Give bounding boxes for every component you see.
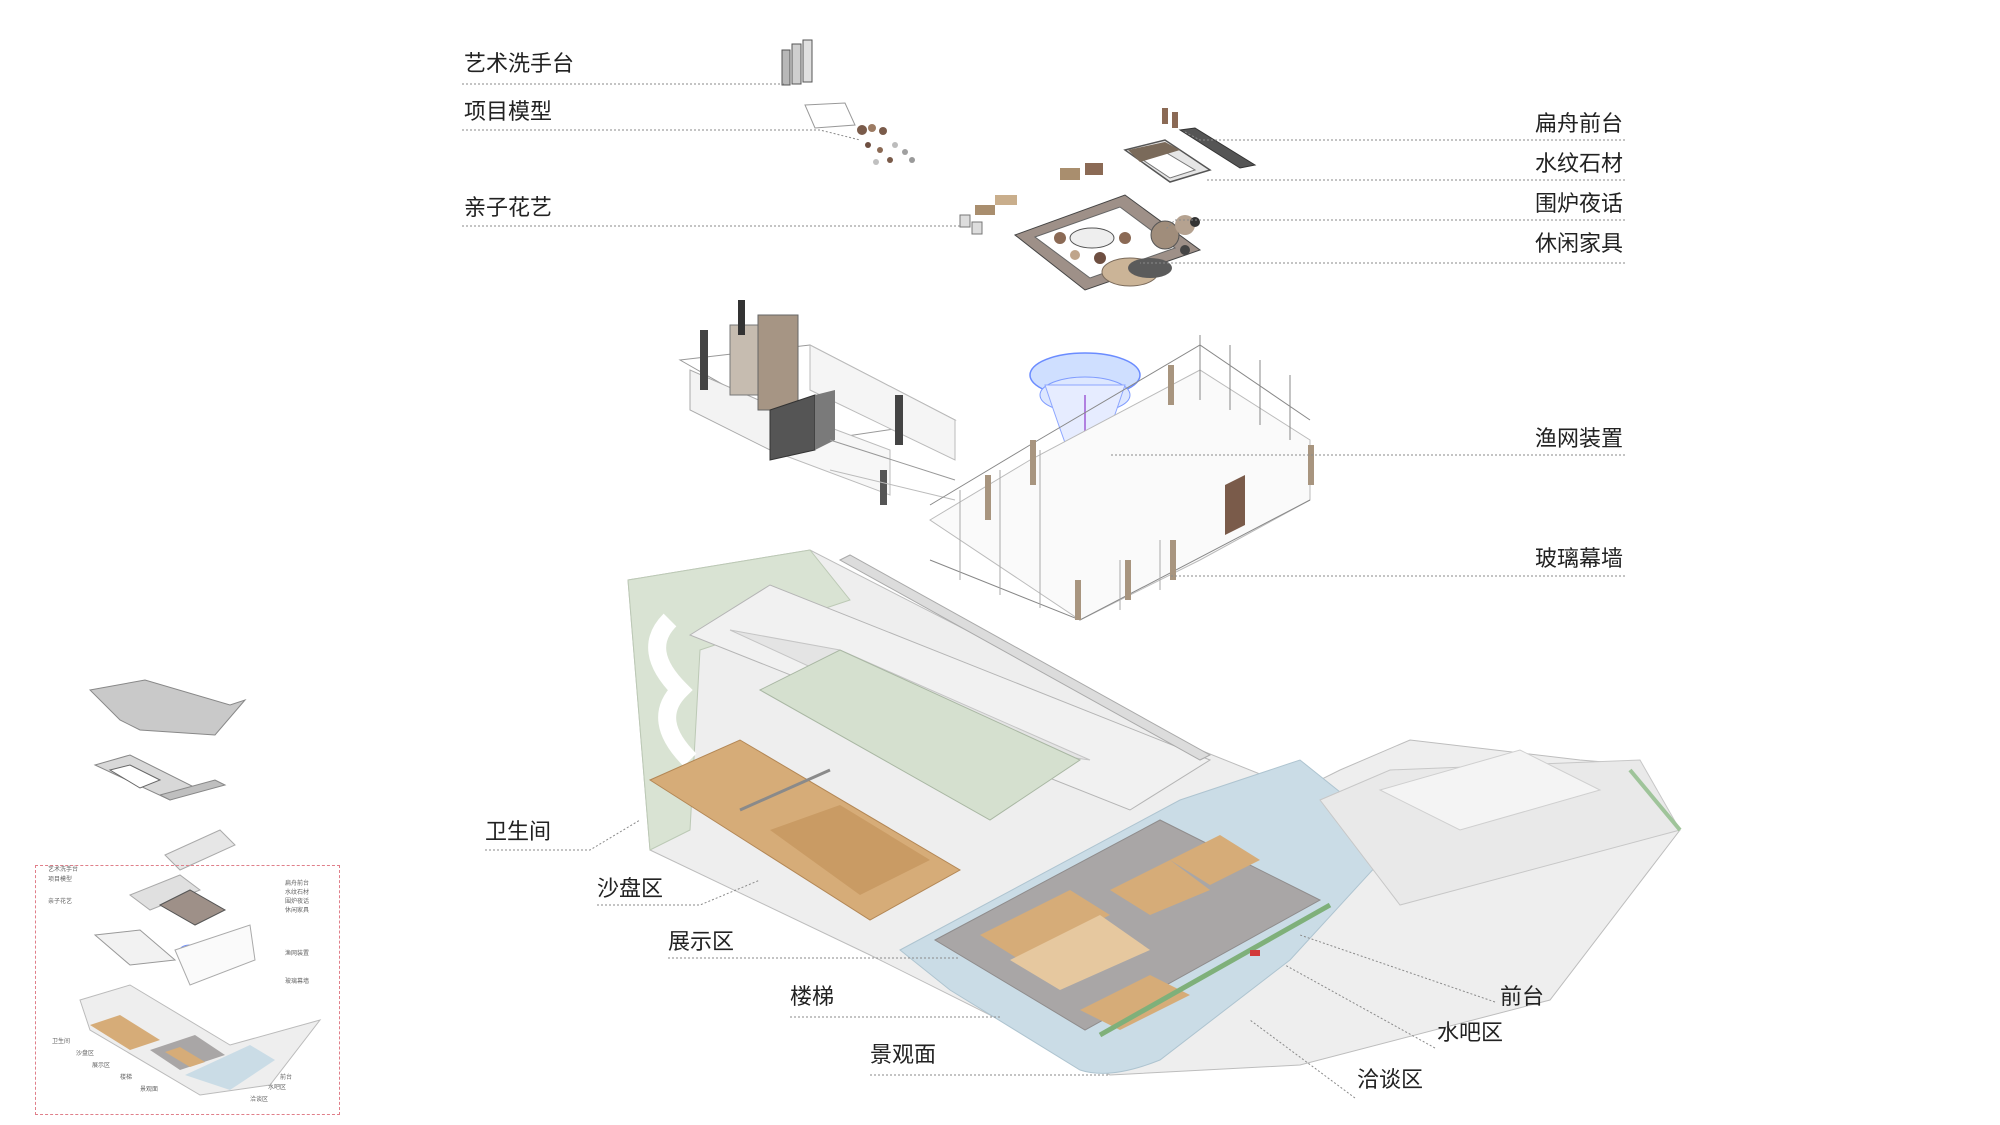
mini-label-leisure-furniture: 休闲家具 [285,907,310,914]
label-boat-reception: 扁舟前台 [1534,112,1623,137]
label-project-model: 项目模型 [464,100,553,125]
mini-label-water-bar: 水吧区 [268,1084,287,1091]
label-family-floral: 亲子花艺 [464,196,553,221]
mini-label-family-floral: 亲子花艺 [48,898,73,905]
label-exhibition-zone: 展示区 [668,930,735,955]
mini-overview [79,679,322,1096]
glass-curtain-wall-shape [929,335,1314,621]
label-leisure-furniture: 休闲家具 [1534,232,1623,257]
boat-reception-shape [1123,108,1257,183]
green-courtyard [758,649,1082,821]
label-landscape-surface: 景观面 [870,1043,937,1068]
furniture-layer [781,39,1257,291]
mini-label-fireside-talk: 围炉夜话 [285,898,310,905]
leader-lines [462,83,1625,1099]
label-sandtable-zone: 沙盘区 [597,877,664,902]
label-restroom: 卫生间 [485,820,552,845]
mini-label-restroom: 卫生间 [52,1038,71,1045]
floor-plan-layer [627,549,1682,1076]
mini-label-negotiation: 洽谈区 [250,1096,269,1103]
main-furniture-platform [959,163,1202,291]
mini-label-landscape: 景观面 [140,1086,159,1093]
wall-layer [678,300,1314,621]
label-fireside-talk: 围炉夜话 [1534,192,1623,217]
mini-label-project-model: 项目模型 [48,876,73,883]
left-enclosure [678,300,957,505]
label-front-desk: 前台 [1500,985,1545,1010]
label-stairs: 楼梯 [790,985,835,1010]
mini-label-glass-wall: 玻璃幕墙 [285,978,310,985]
label-water-stone: 水纹石材 [1534,152,1623,177]
mini-label-front-desk: 前台 [280,1074,293,1081]
label-negotiation-zone: 洽谈区 [1357,1068,1424,1093]
mini-label-boat-reception: 扁舟前台 [285,880,310,887]
mini-overview-frame [35,865,340,1115]
mini-label-water-stone: 水纹石材 [285,889,310,896]
art-basin-shape [781,39,813,86]
label-fishnet-installation: 渔网装置 [1534,427,1623,452]
project-model-shape [804,102,915,165]
fishnet-installation-shape [1029,352,1141,494]
label-water-bar-zone: 水吧区 [1437,1021,1504,1046]
mini-label-sandtable: 沙盘区 [76,1050,95,1057]
mini-label-exhibition: 展示区 [92,1062,111,1069]
mini-label-fishnet: 渔网装置 [285,950,310,957]
mini-label-stairs: 楼梯 [120,1074,133,1081]
mini-label-art-basin: 艺术洗手台 [48,866,79,873]
label-glass-curtain-wall: 玻璃幕墙 [1534,547,1623,572]
label-art-basin: 艺术洗手台 [464,52,575,77]
